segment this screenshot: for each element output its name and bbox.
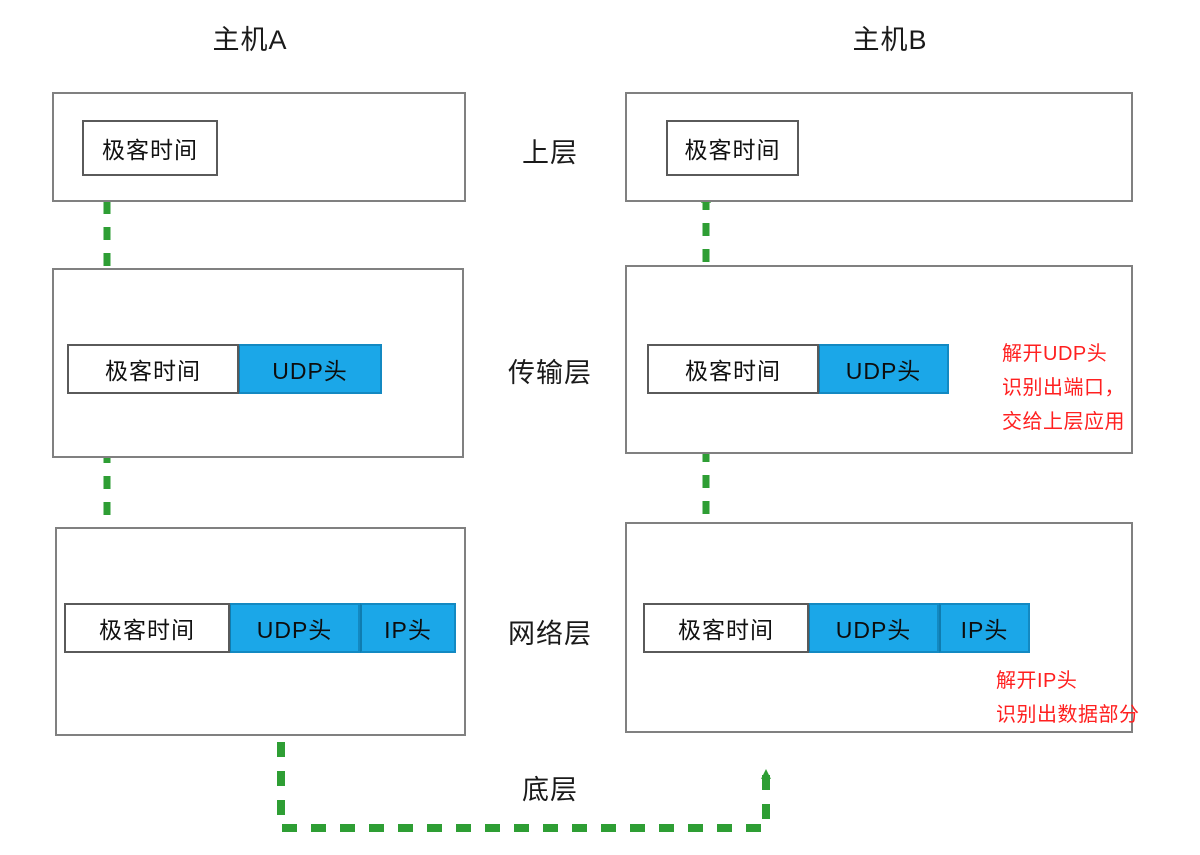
layer-label-network: 网络层 bbox=[508, 619, 592, 649]
host-a-title: 主机A bbox=[212, 25, 288, 55]
host-b-app-box: 极客时间 bbox=[666, 120, 799, 176]
annotation-line: 交给上层应用 bbox=[1002, 411, 1125, 433]
packet-segment-udp-header: UDP头 bbox=[809, 603, 939, 653]
host-a-transport-packet: 极客时间 UDP头 bbox=[67, 344, 382, 394]
packet-segment-data: 极客时间 bbox=[67, 344, 239, 394]
annotation-line: 解开IP头 bbox=[996, 670, 1078, 692]
layer-label-bottom: 底层 bbox=[522, 775, 578, 805]
host-b-network-packet: 极客时间 UDP头 IP头 bbox=[643, 603, 1030, 653]
annotation-line: 识别出数据部分 bbox=[996, 704, 1140, 726]
host-b-transport-packet: 极客时间 UDP头 bbox=[647, 344, 949, 394]
packet-segment-data: 极客时间 bbox=[647, 344, 819, 394]
packet-segment-udp-header: UDP头 bbox=[239, 344, 382, 394]
packet-segment-data: 极客时间 bbox=[64, 603, 230, 653]
host-b-title: 主机B bbox=[852, 25, 928, 55]
annotation-line: 识别出端口， bbox=[1002, 377, 1125, 399]
host-b-transport-annotation: 解开UDP头 识别出端口， 交给上层应用 bbox=[1002, 337, 1125, 439]
layer-label-transport: 传输层 bbox=[508, 358, 592, 388]
packet-segment-udp-header: UDP头 bbox=[819, 344, 949, 394]
packet-segment-ip-header: IP头 bbox=[939, 603, 1030, 653]
host-a-app-box: 极客时间 bbox=[82, 120, 218, 176]
packet-segment-udp-header: UDP头 bbox=[230, 603, 360, 653]
host-a-network-packet: 极客时间 UDP头 IP头 bbox=[64, 603, 456, 653]
packet-segment-ip-header: IP头 bbox=[360, 603, 456, 653]
host-b-network-annotation: 解开IP头 识别出数据部分 bbox=[996, 664, 1140, 732]
layer-label-upper: 上层 bbox=[522, 138, 578, 168]
annotation-line: 解开UDP头 bbox=[1002, 343, 1108, 365]
packet-segment-data: 极客时间 bbox=[643, 603, 809, 653]
